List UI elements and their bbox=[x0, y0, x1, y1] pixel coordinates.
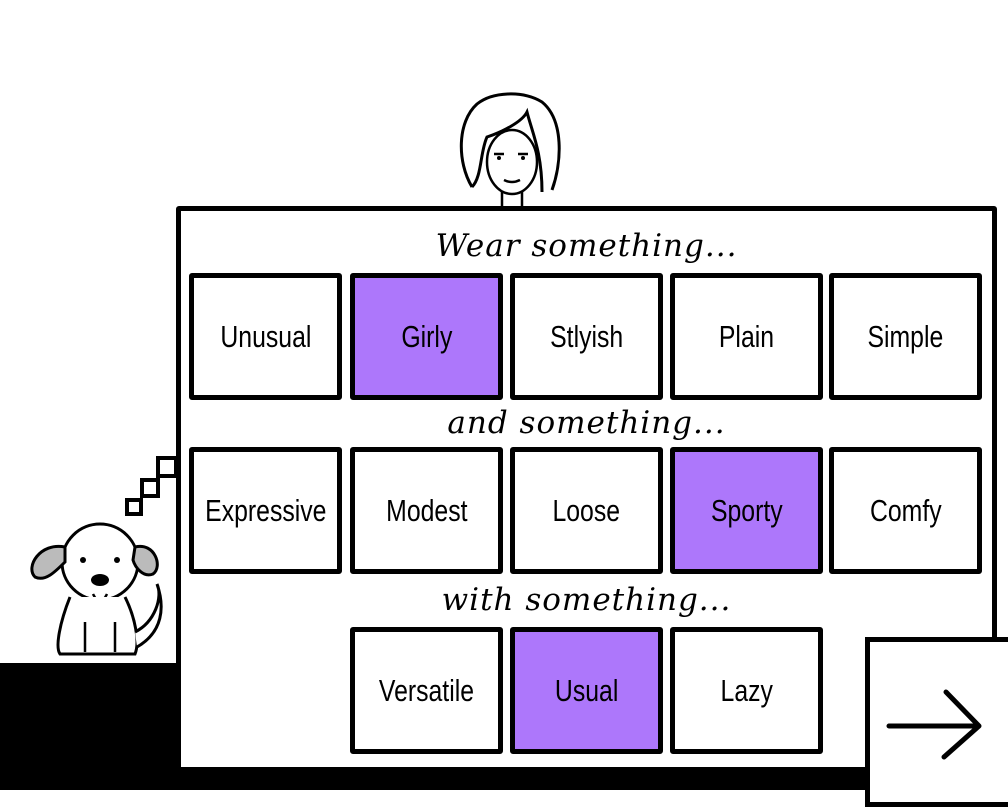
prompt-3: with something... bbox=[441, 582, 732, 618]
option-modest[interactable]: Modest bbox=[350, 447, 503, 574]
floor bbox=[0, 663, 180, 790]
option-label: Simple bbox=[867, 318, 944, 354]
option-plain[interactable]: Plain bbox=[670, 273, 823, 400]
option-lazy[interactable]: Lazy bbox=[670, 627, 823, 754]
option-label: Sporty bbox=[710, 492, 783, 528]
option-label: Comfy bbox=[869, 492, 942, 528]
option-usual[interactable]: Usual bbox=[510, 627, 663, 754]
next-button[interactable] bbox=[865, 637, 1008, 807]
option-label: Versatile bbox=[378, 672, 475, 708]
option-label: Usual bbox=[554, 672, 619, 708]
option-label: Stlyish bbox=[549, 318, 624, 354]
dog-illustration bbox=[30, 522, 163, 656]
option-girly[interactable]: Girly bbox=[350, 273, 503, 400]
option-loose[interactable]: Loose bbox=[510, 447, 663, 574]
option-label: Modest bbox=[385, 492, 468, 528]
option-simple[interactable]: Simple bbox=[829, 273, 982, 400]
option-comfy[interactable]: Comfy bbox=[829, 447, 982, 574]
arrow-right-icon bbox=[886, 689, 982, 760]
character-portrait bbox=[459, 92, 561, 210]
option-stlyish[interactable]: Stlyish bbox=[510, 273, 663, 400]
option-label: Plain bbox=[718, 318, 775, 354]
option-label: Lazy bbox=[720, 672, 773, 708]
thought-bubble-square bbox=[140, 478, 160, 498]
option-label: Loose bbox=[552, 492, 621, 528]
option-label: Unusual bbox=[220, 318, 311, 354]
thought-bubble-square bbox=[125, 498, 143, 516]
option-sporty[interactable]: Sporty bbox=[670, 447, 823, 574]
option-versatile[interactable]: Versatile bbox=[350, 627, 503, 754]
prompt-2: and something... bbox=[447, 405, 726, 441]
thought-bubble-square bbox=[156, 456, 178, 478]
option-label: Expressive bbox=[204, 492, 327, 528]
option-expressive[interactable]: Expressive bbox=[189, 447, 342, 574]
floor-strip bbox=[0, 770, 870, 790]
option-unusual[interactable]: Unusual bbox=[189, 273, 342, 400]
prompt-1: Wear something... bbox=[435, 228, 738, 264]
option-label: Girly bbox=[401, 318, 452, 354]
